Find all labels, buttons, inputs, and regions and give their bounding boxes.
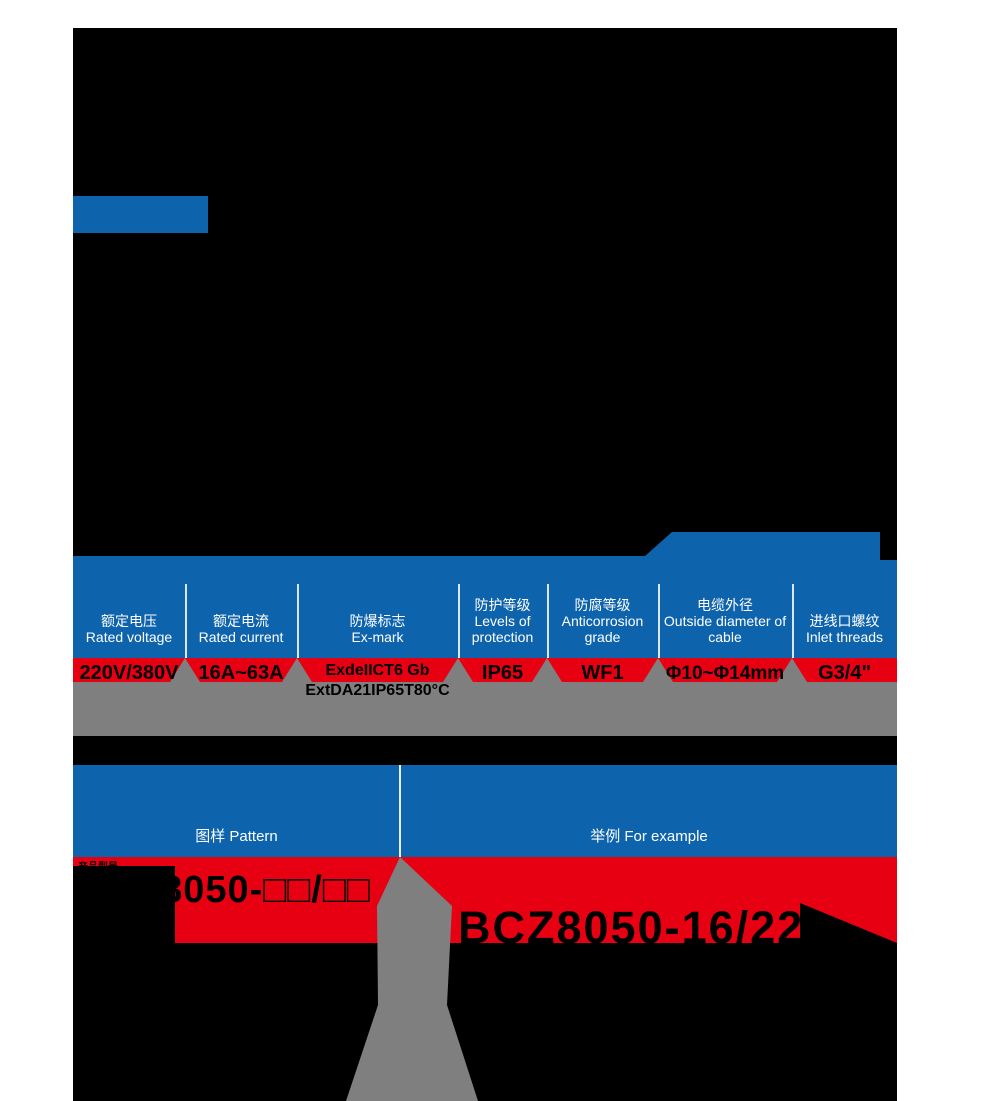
- col-label-en: Inlet threads: [805, 629, 884, 645]
- section-tab-ribbon: [73, 196, 208, 233]
- spec-table-red-stripe: [73, 658, 897, 682]
- spec-table-value-band: [73, 682, 897, 736]
- col-label-en: Ex-mark: [351, 629, 404, 645]
- spec-col-header-protection: 防护等级 Levels of protection: [458, 596, 547, 652]
- column-divider: [792, 584, 794, 658]
- spec-col-header-rated-current: 额定电流 Rated current: [185, 596, 297, 652]
- spec-col-header-cable-diameter: 电缆外径 Outside diameter of cable: [658, 596, 792, 652]
- col-label-cn: 防腐等级: [574, 597, 631, 613]
- col-label-en: Outside diameter of cable: [663, 613, 787, 645]
- column-divider: [547, 584, 549, 658]
- col-label-cn: 电缆外径: [697, 597, 753, 613]
- col-label-en: Anticorrosion grade: [561, 613, 644, 645]
- column-divider: [458, 584, 460, 658]
- spec-value-rated-current: 16A~63A: [198, 662, 284, 684]
- model-table-divider: [399, 765, 401, 857]
- spec-value-anticorrosion: WF1: [581, 662, 624, 684]
- col-label-en: Rated current: [198, 629, 284, 645]
- pattern-header-label: 图样 Pattern: [195, 828, 278, 845]
- col-label-cn: 防护等级: [474, 597, 531, 613]
- pattern-text-mass: [73, 866, 175, 943]
- spec-col-header-ex-mark: 防爆标志 Ex-mark: [297, 596, 458, 652]
- example-header-label: 举例 For example: [590, 828, 708, 845]
- col-label-cn: 防爆标志: [349, 613, 406, 629]
- spec-value-protection: IP65: [481, 662, 524, 684]
- col-label-en: Levels of protection: [471, 613, 534, 645]
- spec-value-rated-voltage: 220V/380V: [79, 662, 179, 684]
- model-example-text: BCZ8050-16/220: [458, 902, 832, 953]
- col-label-cn: 进线口螺纹: [809, 613, 880, 629]
- model-example-header: 举例 For example: [401, 765, 897, 857]
- column-divider: [185, 584, 187, 658]
- spec-value-cable-diameter: Φ10~Φ14mm: [665, 663, 785, 684]
- model-table-red-band: [73, 857, 897, 943]
- col-label-cn: 额定电压: [101, 613, 157, 629]
- spec-col-header-anticorrosion: 防腐等级 Anticorrosion grade: [547, 596, 658, 652]
- spec-value-inlet-threads: G3/4": [818, 662, 871, 684]
- model-pattern-header: 图样 Pattern: [73, 765, 400, 857]
- model-table-header-band: [73, 765, 897, 857]
- spec-col-header-rated-voltage: 额定电压 Rated voltage: [73, 596, 185, 652]
- col-label-en: Rated voltage: [85, 629, 173, 645]
- column-divider: [297, 584, 299, 658]
- col-label-cn: 额定电流: [213, 613, 269, 629]
- spec-col-header-inlet-threads: 进线口螺纹 Inlet threads: [792, 596, 897, 652]
- spec-value-ex-mark: ExdeIICT6 Gb ExtDA21IP65T80°C: [305, 662, 450, 699]
- column-divider: [658, 584, 660, 658]
